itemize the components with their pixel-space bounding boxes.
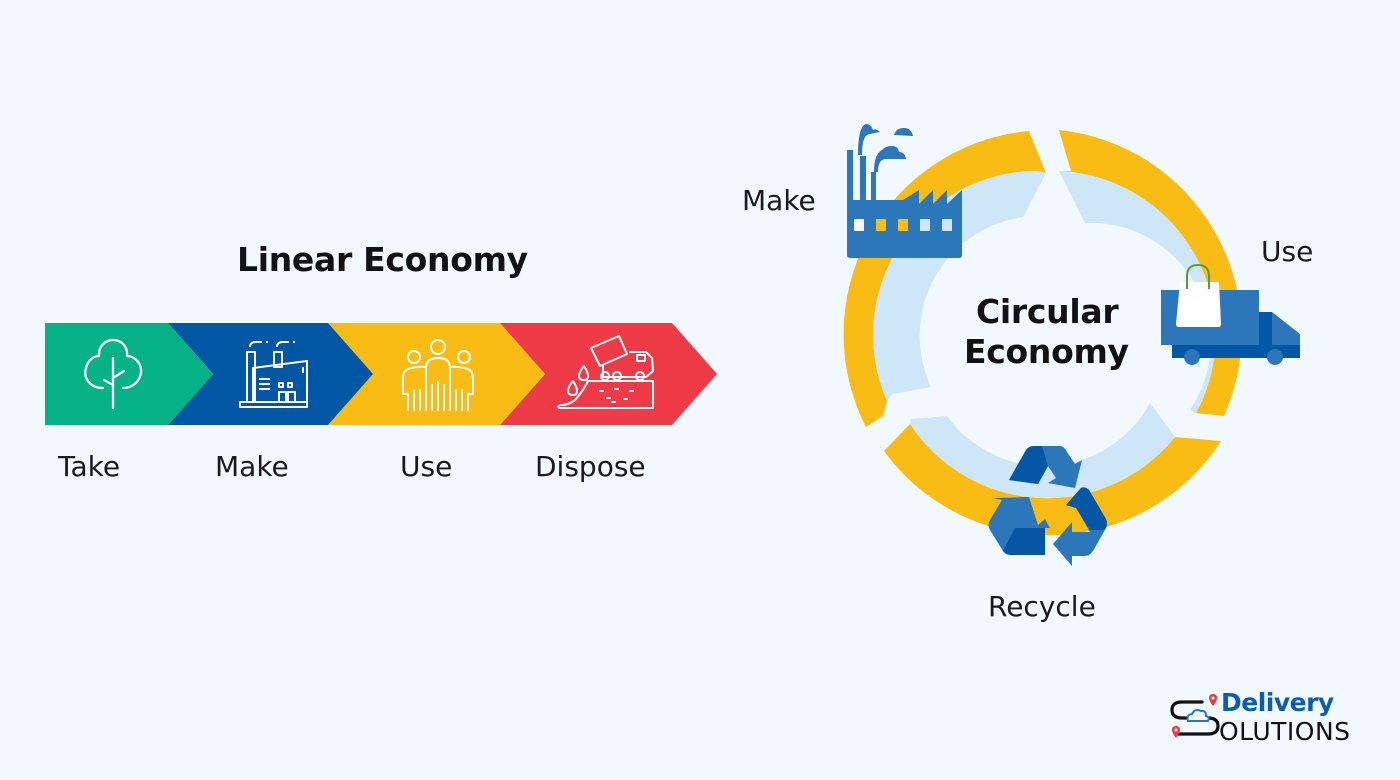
logo-text-solutions: OLUTIONS — [1219, 717, 1351, 746]
logo-text-delivery: Delivery — [1221, 688, 1334, 717]
circular-stage-recycle-label: Recycle — [988, 590, 1096, 623]
linear-economy-title: Linear Economy — [237, 240, 528, 279]
circular-stage-make-label: Make — [742, 184, 816, 217]
factory-icon — [239, 341, 308, 408]
ring-segment-recycle — [884, 424, 1221, 536]
linear-step-make-label: Make — [215, 450, 289, 483]
dump-truck-landfill-icon — [557, 335, 654, 409]
delivery-truck-shopping-bag-icon — [1161, 263, 1300, 365]
use-segment — [328, 323, 545, 425]
people-icon — [402, 339, 474, 411]
linear-step-use-label: Use — [400, 450, 453, 483]
circular-economy-title-line1: Circular — [976, 292, 1119, 331]
delivery-solutions-logo: Delivery OLUTIONS — [1168, 688, 1378, 748]
linear-step-dispose-label: Dispose — [535, 450, 646, 483]
linear-step-take-label: Take — [58, 450, 121, 483]
factory-icon — [847, 124, 962, 258]
logo-road-cloud-icon — [1170, 694, 1220, 738]
recycle-icon — [988, 446, 1107, 566]
tree-icon — [84, 338, 143, 410]
circular-stage-use-label: Use — [1261, 235, 1314, 268]
ring-segment-use — [1059, 130, 1242, 416]
circular-economy-title-line2: Economy — [964, 332, 1129, 371]
take-segment — [45, 323, 213, 425]
make-segment — [168, 323, 373, 425]
